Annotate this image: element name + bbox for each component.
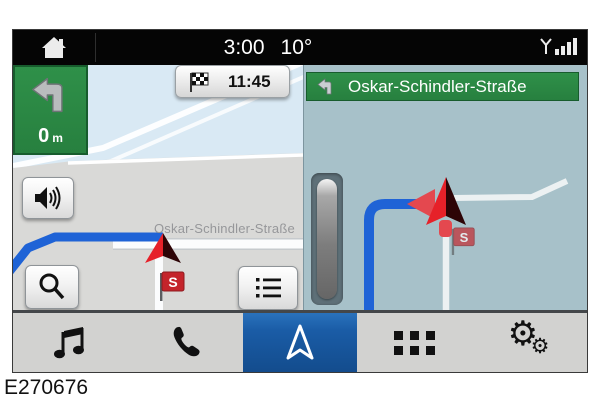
destination-flag-letter: S <box>460 230 469 245</box>
maneuver-distance: 0 m <box>38 125 63 148</box>
clock-area: 3:00 10° <box>183 30 353 65</box>
maneuver-distance-unit: m <box>52 131 63 145</box>
map-area: Oskar-Schindler-Straße S <box>13 65 587 310</box>
maneuver-panel: 0 m <box>13 65 88 155</box>
signal-strength-icon <box>540 36 580 65</box>
arrival-time: 11:45 <box>228 71 271 91</box>
right-map-view[interactable]: S Oskar-Schindler-Straße <box>303 65 587 310</box>
statusbar-divider <box>95 33 96 62</box>
arrival-time-panel: 11:45 <box>175 65 290 98</box>
destination-flag-icon: S <box>160 271 185 301</box>
left-map-view[interactable]: Oskar-Schindler-Straße S <box>13 65 303 310</box>
home-icon <box>42 36 66 58</box>
tab-settings[interactable]: ⚙ ⚙ <box>472 313 587 372</box>
right-map-graphics <box>364 177 569 310</box>
map-zoom-slider[interactable] <box>311 173 343 305</box>
outside-temperature: 10° <box>280 35 313 59</box>
tab-navigation[interactable] <box>242 313 358 372</box>
route-list-button[interactable] <box>238 266 298 310</box>
phone-icon <box>173 326 200 356</box>
bottom-app-bar: ⚙ ⚙ <box>13 310 587 372</box>
next-street-name: Oskar-Schindler-Straße <box>348 76 527 96</box>
tab-apps[interactable] <box>357 313 472 372</box>
home-button[interactable] <box>13 30 95 65</box>
navigation-arrow-icon <box>286 324 314 359</box>
mute-speaker-button[interactable] <box>22 177 74 219</box>
destination-flag-icon: S <box>451 227 475 255</box>
turn-left-arrow-icon <box>317 78 332 95</box>
tab-audio[interactable] <box>13 313 128 372</box>
apps-grid-icon <box>393 330 435 355</box>
speaker-icon <box>35 186 61 210</box>
left-map-graphics <box>13 65 303 310</box>
list-icon <box>256 278 281 298</box>
next-street-banner: Oskar-Schindler-Straße <box>306 72 579 101</box>
vehicle-position-icon <box>145 233 181 263</box>
destination-flag-letter: S <box>168 274 177 290</box>
street-name-label: Oskar-Schindler-Straße <box>154 221 295 236</box>
settings-gears-icon: ⚙ ⚙ <box>507 314 550 358</box>
map-zoom-slider-thumb[interactable] <box>317 179 337 299</box>
maneuver-distance-value: 0 <box>38 125 50 147</box>
tab-phone[interactable] <box>128 313 243 372</box>
search-zoom-button[interactable] <box>25 265 79 309</box>
turn-left-arrow-icon <box>31 77 63 113</box>
search-icon <box>39 273 65 300</box>
checkered-flag-icon <box>190 72 209 92</box>
infotainment-screen: 3:00 10° <box>13 30 587 372</box>
figure-reference-label: E270676 <box>4 376 89 399</box>
status-bar: 3:00 10° <box>13 30 587 65</box>
music-icon <box>54 326 85 358</box>
clock-time: 3:00 <box>223 35 265 59</box>
